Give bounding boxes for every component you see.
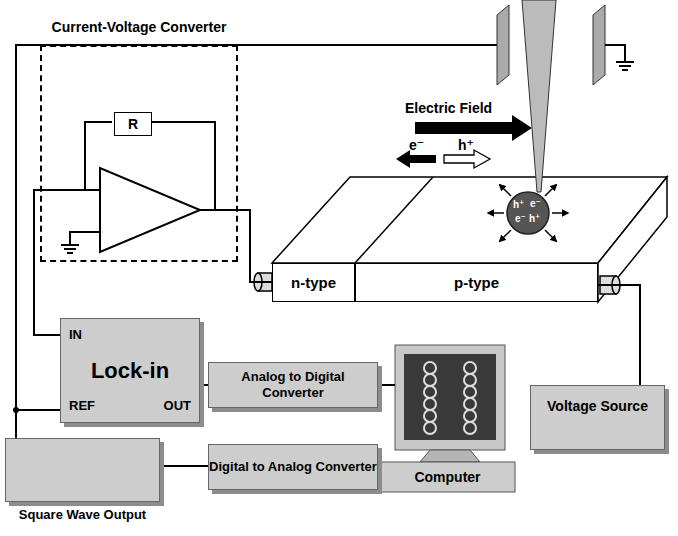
monitor — [380, 345, 515, 492]
radiating-arrow — [500, 185, 511, 196]
wire — [160, 465, 208, 467]
screen-ring — [424, 398, 436, 410]
screen-ring — [424, 422, 436, 434]
p-region: p-type — [355, 263, 598, 302]
screen-ring — [424, 410, 436, 422]
square-wave-box: Square Wave Output — [5, 438, 160, 502]
screen-ring — [464, 374, 476, 386]
wire — [378, 476, 380, 478]
screen-ring — [464, 410, 476, 422]
carrier-label: e⁻ — [530, 199, 541, 209]
radiating-arrow — [500, 230, 511, 241]
electron-arrow — [396, 150, 436, 168]
sample-side-face — [598, 177, 667, 302]
radiating-arrow — [488, 212, 504, 214]
node-text: OUT — [164, 398, 191, 414]
carrier-label: h⁺ — [529, 214, 540, 224]
screen-ring — [424, 386, 436, 398]
field-label: Electric Field — [405, 101, 492, 115]
radiating-arrow — [552, 212, 568, 214]
converter-box: Analog to Digital Converter — [208, 362, 378, 408]
node-text: Analog to Digital Converter — [209, 369, 377, 400]
screen-ring — [464, 422, 476, 434]
node-text: Computer — [380, 469, 515, 486]
node-text: n-type — [291, 274, 336, 292]
junction-line — [355, 177, 433, 263]
lock-in-box: Lock-in IN REF OUT — [60, 318, 200, 423]
wire — [34, 190, 60, 335]
carrier-label: h⁺ — [513, 200, 524, 210]
converter-box: Digital to Analog Converter — [208, 444, 378, 490]
wire — [378, 384, 380, 386]
screen-ring — [464, 386, 476, 398]
carrier-label: e⁻ — [409, 138, 424, 152]
radiating-arrows — [488, 185, 568, 242]
voltage-source-box: Voltage Source — [530, 385, 665, 450]
node-text: Square Wave Output — [0, 507, 169, 523]
carrier-label: e⁻ — [515, 214, 526, 224]
wire — [200, 384, 208, 386]
wire — [16, 410, 60, 438]
ground-wire — [605, 45, 625, 62]
generation-volume — [507, 192, 549, 234]
beam-tip — [522, 0, 556, 192]
converter-group: Current-Voltage ConverterR — [40, 45, 238, 262]
node-text: Voltage Source — [531, 398, 664, 415]
radiating-arrow — [545, 230, 556, 241]
node-text: R — [128, 116, 138, 133]
ground-symbol — [61, 245, 79, 253]
screen-ring — [424, 374, 436, 386]
node-text: p-type — [454, 274, 499, 292]
carrier-label: h⁺ — [458, 138, 474, 152]
n-region: n-type — [272, 263, 355, 302]
screen-ring — [464, 398, 476, 410]
node-text: IN — [69, 327, 82, 343]
screen-ring — [424, 362, 436, 374]
hole-arrow — [444, 150, 490, 168]
ground-symbol — [616, 62, 634, 70]
resistor-symbol: R — [114, 112, 152, 136]
node-text: Current-Voltage Converter — [22, 19, 256, 36]
deflection-plate — [593, 5, 605, 85]
wire — [238, 210, 272, 282]
screen-ring — [464, 362, 476, 374]
radiating-arrow — [545, 185, 556, 196]
op-amp — [40, 122, 238, 252]
node-text: Digital to Analog Converter — [209, 459, 377, 475]
deflection-plate — [497, 5, 509, 85]
node-text: REF — [69, 398, 95, 414]
node-text: Lock-in — [61, 357, 199, 383]
wire — [598, 285, 640, 385]
computer: Computer — [380, 342, 515, 492]
